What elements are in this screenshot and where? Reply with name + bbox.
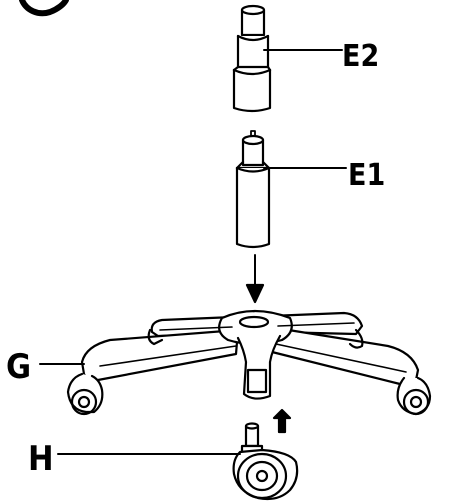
up-arrow-icon: [272, 408, 292, 434]
down-arrow-icon: [245, 254, 265, 304]
gas-lift-e1: [235, 130, 271, 249]
caster-left: [66, 372, 104, 416]
caster-right: [396, 376, 432, 416]
label-h: H: [28, 439, 54, 479]
caster-back-right: [348, 328, 364, 349]
step-number-circle: [19, 0, 69, 17]
label-e1: E1: [348, 158, 385, 193]
label-g: G: [6, 347, 31, 387]
caster-back-left: [147, 328, 164, 346]
label-e2: E2: [342, 39, 379, 74]
gas-lift-cover-e2: [232, 4, 272, 113]
caster-h: [232, 422, 299, 501]
chair-base-g: [80, 309, 420, 400]
